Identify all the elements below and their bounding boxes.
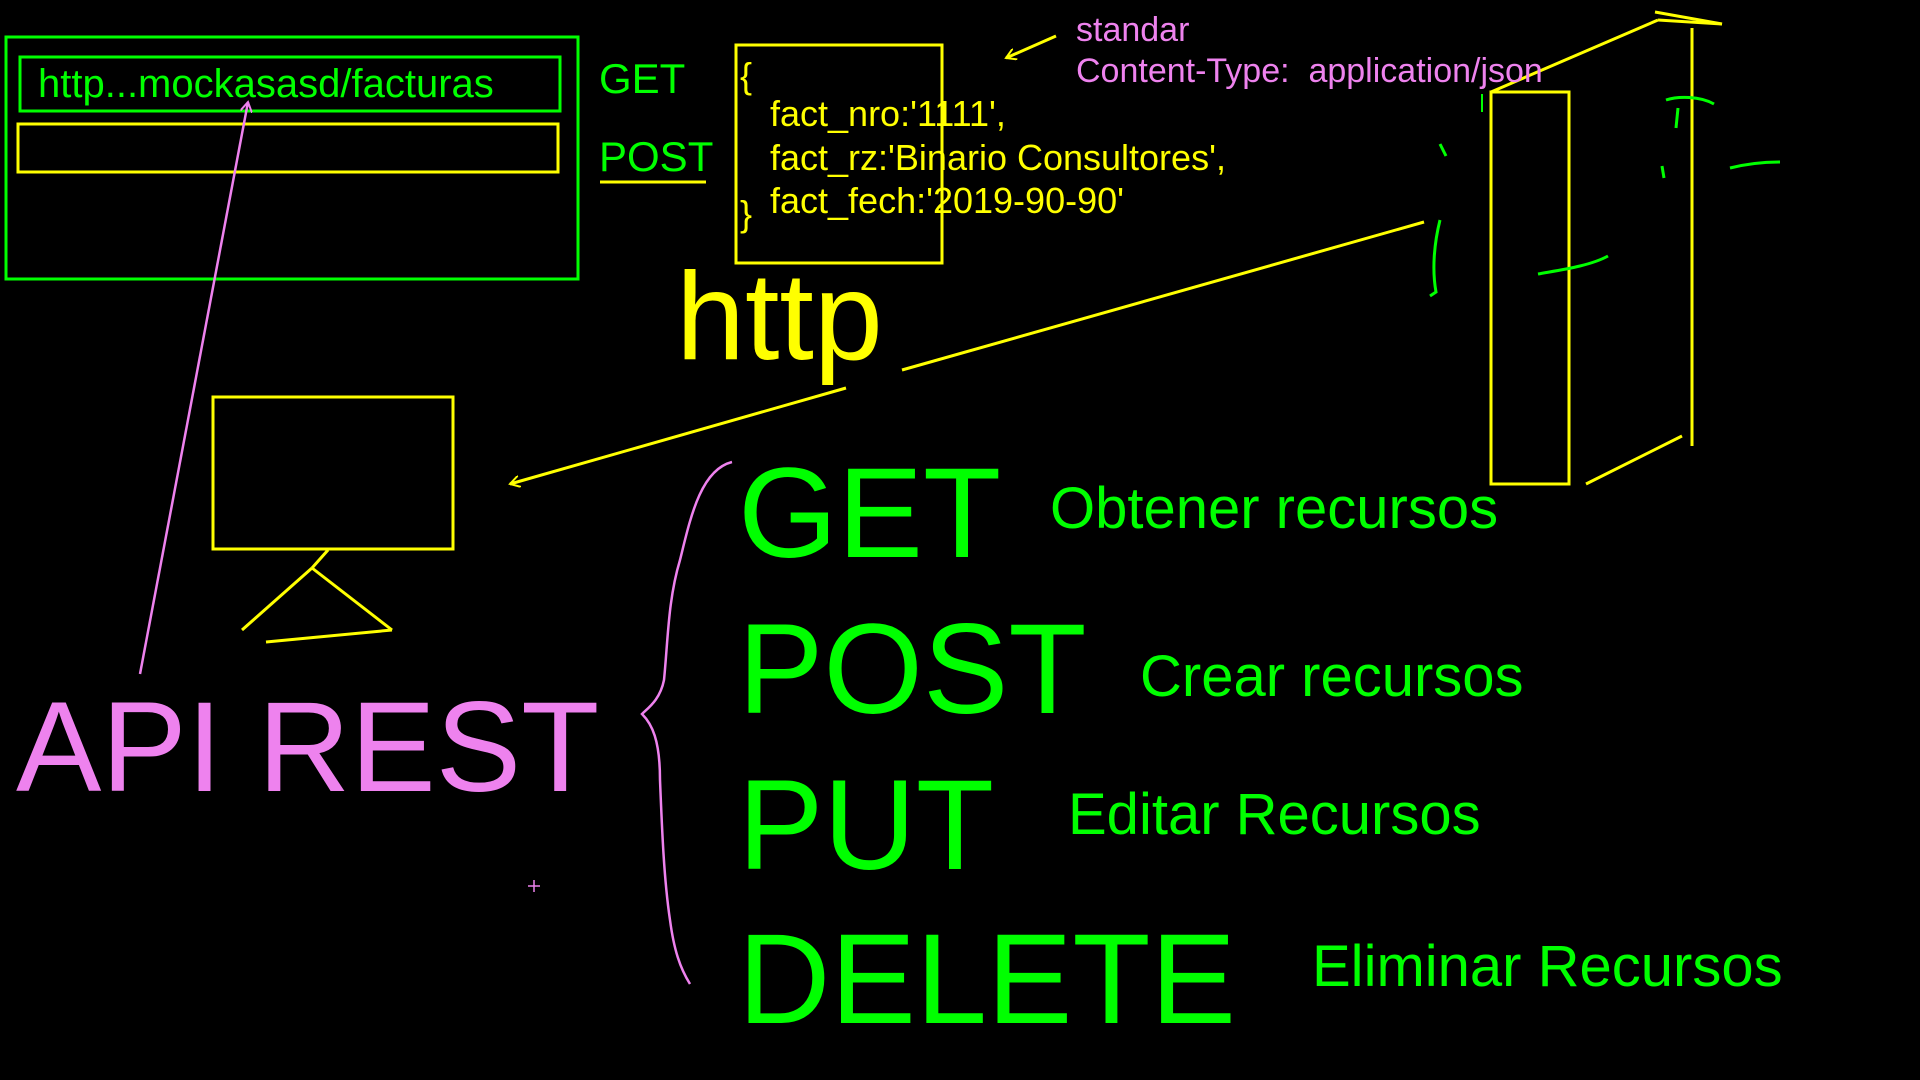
json-field-rz: fact_rz:'Binario Consultores', [770, 137, 1226, 178]
api-rest-title: API REST [16, 676, 600, 819]
json-body-box [734, 43, 944, 265]
body-field-outline [16, 122, 560, 174]
method-put-description: Editar Recursos [1068, 782, 1481, 847]
http-response-arrow [510, 386, 847, 484]
browser-post-label: POST [599, 133, 714, 180]
json-field-fech: fact_fech:'2019-90-90' [770, 180, 1124, 221]
note-standard: standar [1076, 11, 1190, 49]
cursor-mark [528, 880, 540, 892]
monitor-sketch [211, 395, 455, 644]
json-close-brace: } [740, 193, 753, 234]
url-text: http...mockasasd/facturas [38, 62, 494, 106]
server-sketch [1429, 10, 1781, 486]
note-arrow [1006, 34, 1057, 58]
browser-window-frame [4, 35, 580, 281]
note-content-type: Content-Type: application/json [1076, 52, 1543, 90]
methods-brace [640, 460, 733, 985]
api-to-url-arrow [138, 102, 248, 675]
protocol-label: http [676, 248, 883, 386]
method-delete-description: Eliminar Recursos [1312, 934, 1783, 999]
method-post-description: Crear recursos [1140, 644, 1524, 709]
method-put: PUT [738, 754, 994, 897]
method-delete: DELETE [738, 908, 1236, 1051]
json-field-nro: fact_nro:'1111', [770, 93, 1006, 134]
method-get-description: Obtener recursos [1050, 476, 1499, 541]
url-bar-outline [18, 55, 562, 113]
json-open-brace: { [740, 55, 753, 96]
method-post: POST [738, 598, 1087, 741]
browser-get-label: GET [599, 55, 686, 102]
method-get: GET [738, 442, 1002, 585]
http-response-line [901, 220, 1425, 372]
